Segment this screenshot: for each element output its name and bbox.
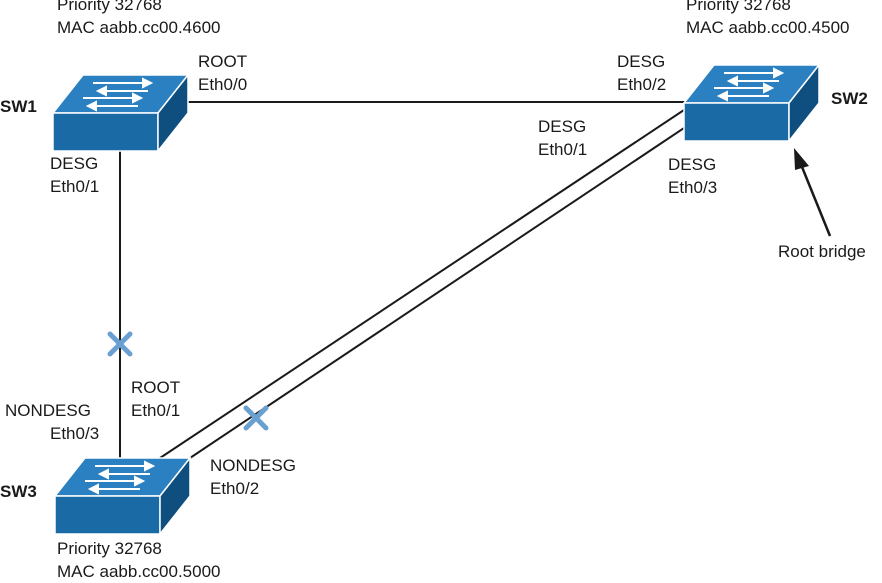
switch-icon-sw1[interactable] bbox=[52, 74, 189, 152]
port-role-label: ROOT bbox=[198, 52, 248, 71]
port-id-label: Eth0/2 bbox=[210, 479, 260, 498]
sw2-name: SW2 bbox=[831, 89, 868, 108]
blocked-x-icon bbox=[107, 331, 133, 357]
port-role-label: DESG bbox=[668, 155, 717, 174]
link-sw2-sw3-b bbox=[183, 123, 691, 463]
port-id-label: Eth0/1 bbox=[538, 140, 588, 159]
port-role-label: NONDESG bbox=[5, 401, 91, 420]
port-role-label: ROOT bbox=[131, 378, 181, 397]
sw3-name: SW3 bbox=[0, 482, 37, 501]
port-id-label: Eth0/1 bbox=[50, 177, 100, 196]
sw1-priority: Priority 32768 bbox=[57, 0, 162, 14]
link-sw2-sw3-a bbox=[159, 109, 685, 459]
port-id-label: Eth0/2 bbox=[617, 75, 667, 94]
switch-icon-sw3[interactable] bbox=[54, 457, 191, 535]
blocked-x-icon bbox=[243, 405, 269, 431]
sw1-mac: MAC aabb.cc00.4600 bbox=[57, 18, 221, 37]
links bbox=[119, 101, 691, 463]
sw3-priority: Priority 32768 bbox=[57, 539, 162, 558]
sw3-mac: MAC aabb.cc00.5000 bbox=[57, 562, 221, 581]
switch-icon-sw2[interactable] bbox=[683, 64, 820, 142]
port-id-label: Eth0/3 bbox=[668, 178, 718, 197]
sw1-name: SW1 bbox=[0, 97, 37, 116]
sw2-mac: MAC aabb.cc00.4500 bbox=[686, 18, 850, 37]
port-id-label: Eth0/3 bbox=[50, 424, 100, 443]
port-role-label: NONDESG bbox=[210, 456, 296, 475]
port-role-label: DESG bbox=[50, 154, 99, 173]
port-role-label: DESG bbox=[617, 52, 666, 71]
sw2-priority: Priority 32768 bbox=[686, 0, 791, 14]
root-bridge-label: Root bridge bbox=[778, 242, 866, 261]
port-role-label: DESG bbox=[538, 117, 587, 136]
port-id-label: Eth0/1 bbox=[131, 401, 181, 420]
root-bridge-arrow-icon bbox=[794, 148, 832, 237]
port-id-label: Eth0/0 bbox=[198, 75, 248, 94]
